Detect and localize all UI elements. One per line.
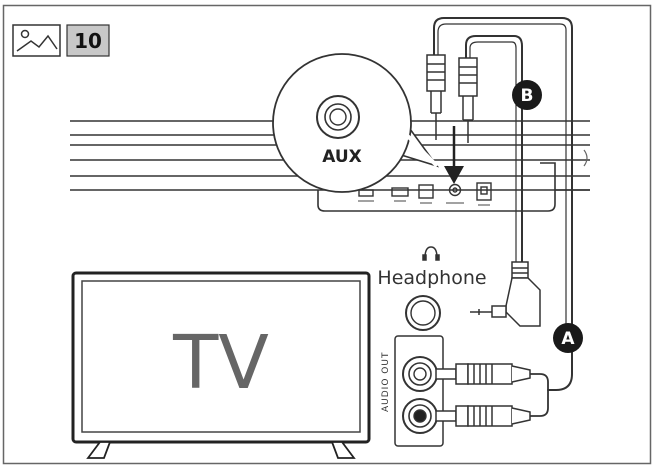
headphone-jack xyxy=(405,295,441,331)
svg-text:A: A xyxy=(561,329,575,349)
headphone-label: Headphone xyxy=(377,267,486,289)
audio-out-label: AUDIO OUT xyxy=(381,352,391,412)
step-number-box: 10 xyxy=(66,24,110,57)
rca-plug-bottom xyxy=(435,405,531,427)
headphone-plug xyxy=(470,261,541,327)
tv-label: TV xyxy=(172,320,269,406)
insert-arrow xyxy=(444,126,464,184)
aux-plug-right xyxy=(458,57,478,143)
step-number: 10 xyxy=(74,29,102,53)
svg-text:B: B xyxy=(521,86,534,106)
soundbar-ports xyxy=(358,182,492,201)
aux-callout xyxy=(272,53,440,193)
image-icon xyxy=(12,24,61,57)
badge-a: A xyxy=(553,323,583,353)
tv xyxy=(71,271,371,459)
cables xyxy=(433,17,573,391)
headphone-icon xyxy=(422,246,440,261)
soundbar-edge xyxy=(583,149,588,167)
aux-jack-icon xyxy=(316,95,360,139)
aux-plug-left xyxy=(426,54,446,140)
aux-label: AUX xyxy=(322,147,362,167)
badge-b: B xyxy=(512,80,542,110)
rca-cable-join xyxy=(530,373,549,417)
